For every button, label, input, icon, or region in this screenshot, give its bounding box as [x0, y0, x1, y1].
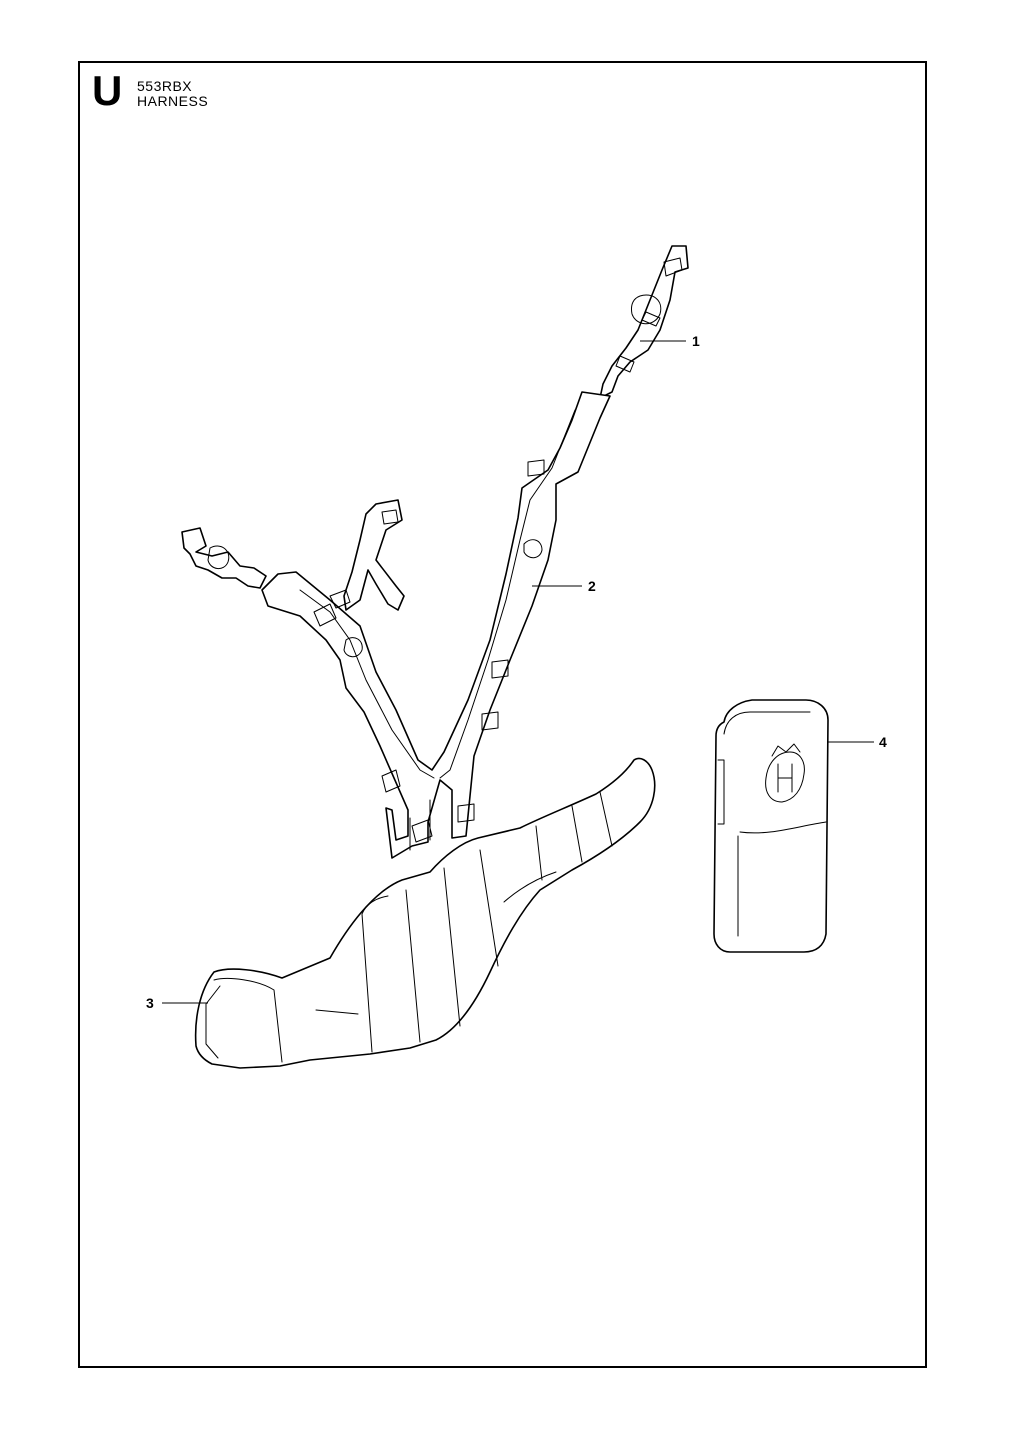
- callout-1: 1: [692, 333, 700, 349]
- page-frame: [78, 61, 927, 1368]
- section-letter: U: [92, 67, 123, 114]
- part-1-upper-strap: [599, 245, 689, 399]
- part-4-pouch: [713, 699, 829, 953]
- callout-2: 2: [588, 578, 596, 594]
- part-2-shoulder-harness: [181, 391, 611, 859]
- callout-3: 3: [146, 995, 154, 1011]
- callout-4: 4: [879, 734, 887, 750]
- model-number: 553RBX: [137, 78, 193, 94]
- diagram-title: HARNESS: [137, 93, 209, 109]
- part-3-hip-pad: [194, 757, 656, 1069]
